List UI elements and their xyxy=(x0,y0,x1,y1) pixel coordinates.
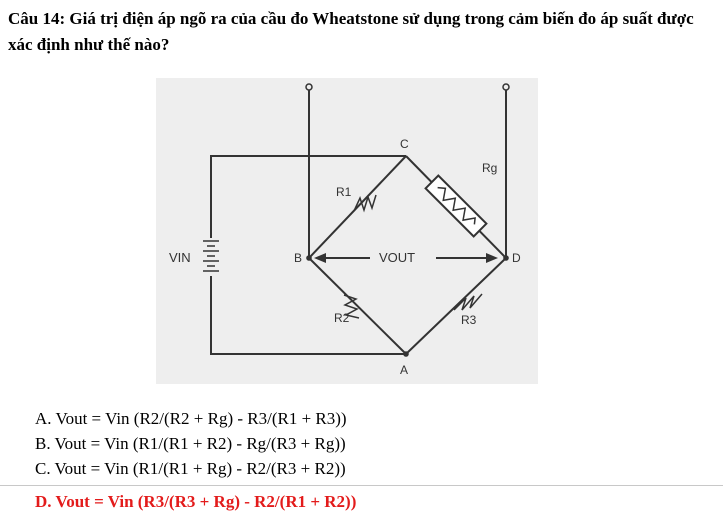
option-text: Vout = Vin (R2/(R2 + Rg) - R3/(R1 + R3)) xyxy=(55,409,347,428)
label-node-a: A xyxy=(400,363,408,377)
option-c[interactable]: C. Vout = Vin (R1/(R1 + Rg) - R2/(R3 + R… xyxy=(35,456,347,481)
wheatstone-bridge-diagram: VIN VOUT A B C D R1 R2 R3 Rg xyxy=(156,78,538,384)
option-letter: A. xyxy=(35,409,52,428)
answer-letter: D. xyxy=(35,492,52,511)
option-text: Vout = Vin (R1/(R1 + Rg) - R2/(R3 + R2)) xyxy=(54,459,346,478)
node-d-dot xyxy=(503,255,509,261)
label-r2: R2 xyxy=(334,311,350,325)
option-letter: C. xyxy=(35,459,51,478)
resistor-r1-icon xyxy=(353,194,377,213)
option-b[interactable]: B. Vout = Vin (R1/(R1 + R2) - Rg/(R3 + R… xyxy=(35,431,347,456)
question-text: Câu 14: Giá trị điện áp ngõ ra của cầu đ… xyxy=(8,9,694,54)
arm-bc xyxy=(308,155,407,259)
label-rg: Rg xyxy=(482,161,497,175)
resistor-r2-icon xyxy=(343,294,360,319)
correct-answer[interactable]: D. Vout = Vin (R3/(R3 + Rg) - R2/(R1 + R… xyxy=(35,492,356,512)
option-text: Vout = Vin (R1/(R1 + R2) - Rg/(R3 + Rg)) xyxy=(54,434,346,453)
vout-arrow xyxy=(314,253,498,263)
arm-da xyxy=(405,257,507,355)
circuit-svg: VIN VOUT A B C D R1 R2 R3 Rg xyxy=(169,83,521,377)
battery-icon xyxy=(203,240,219,272)
wire-bottom xyxy=(210,276,406,355)
terminal-left xyxy=(305,83,313,91)
wire-top xyxy=(210,155,406,238)
label-vout: VOUT xyxy=(379,250,415,265)
label-r3: R3 xyxy=(461,313,477,327)
option-letter: B. xyxy=(35,434,51,453)
option-a[interactable]: A. Vout = Vin (R2/(R2 + Rg) - R3/(R1 + R… xyxy=(35,406,347,431)
label-node-c: C xyxy=(400,137,409,151)
answer-text: Vout = Vin (R3/(R3 + Rg) - R2/(R1 + R2)) xyxy=(55,492,357,511)
label-node-d: D xyxy=(512,251,521,265)
answer-options: A. Vout = Vin (R2/(R2 + Rg) - R3/(R1 + R… xyxy=(35,406,347,481)
node-b-dot xyxy=(306,255,312,261)
terminal-right xyxy=(502,83,510,91)
output-terminals xyxy=(305,83,510,258)
arm-ba xyxy=(308,257,407,355)
divider xyxy=(0,485,723,486)
supply-loop xyxy=(210,155,406,355)
label-r1: R1 xyxy=(336,185,352,199)
node-a-dot xyxy=(403,351,409,357)
resistor-r3-icon xyxy=(453,293,483,311)
resistor-rg-icon xyxy=(424,174,488,238)
label-node-b: B xyxy=(294,251,302,265)
label-vin: VIN xyxy=(169,250,191,265)
bridge-nodes xyxy=(306,255,509,357)
